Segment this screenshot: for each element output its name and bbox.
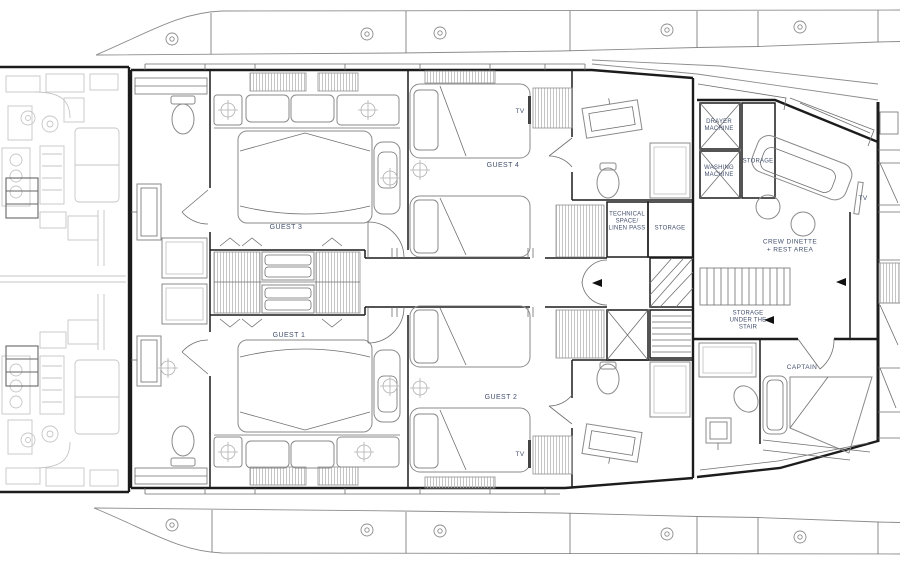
room-label-guest2: GUEST 2 [484, 393, 518, 401]
room-label-guest4: GUEST 4 [486, 161, 520, 169]
ceiling-light-icon [217, 99, 239, 121]
laundry [699, 102, 776, 199]
aft-compartments [878, 111, 900, 439]
side-deck-top [95, 9, 900, 56]
tv-guest4 [528, 96, 531, 124]
direction-arrow-icon [836, 278, 846, 286]
room-label-storage-technical: STORAGE [654, 225, 686, 232]
stair-lobby [555, 204, 694, 361]
guest2-bathroom [548, 361, 691, 464]
guest2-cabin [409, 305, 573, 489]
switchboard [5, 177, 39, 387]
direction-arrow-icon [592, 279, 602, 287]
tv-label-guest2: TV [515, 451, 525, 459]
portlight-icon [165, 20, 807, 46]
ceiling-light-icon [409, 377, 431, 399]
ceiling-light-icon [409, 159, 431, 181]
room-label-captain: CAPTAIN [786, 364, 818, 372]
tv-guest2 [528, 440, 531, 468]
room-label-technical-space: TECHNICAL SPACE/ LINEN PASS [608, 211, 646, 232]
room-label-dryer: DRAYER MACHINE [704, 118, 734, 132]
crew-dinette [697, 83, 875, 286]
tv-label-crew: TV [858, 195, 868, 203]
room-label-crew-dinette: CREW DINETTE + REST AREA [762, 238, 818, 253]
engine-room [0, 65, 131, 494]
ceiling-light-icon [357, 99, 379, 121]
guest4-cabin [409, 70, 573, 258]
room-label-storage-laundry: STORAGE [742, 158, 774, 165]
room-label-guest1: GUEST 1 [272, 331, 306, 339]
direction-arrow-icon [764, 316, 774, 324]
interior-walls [209, 70, 878, 488]
side-deck-bottom [93, 507, 900, 555]
room-label-storage-stair: STORAGE UNDER THE STAIR [729, 310, 767, 331]
corridor-doors [367, 221, 608, 344]
portlight-icon [165, 518, 807, 544]
room-label-guest3: GUEST 3 [269, 223, 303, 231]
room-label-washing: WASHING MACHINE [704, 164, 734, 178]
ceiling-light-icon [217, 441, 239, 463]
guest1-cabin [213, 339, 401, 486]
captain-cabin [698, 338, 873, 471]
guest-bathrooms-port [131, 77, 209, 485]
tv-label-guest4: TV [515, 108, 525, 116]
guest3-cabin [213, 72, 401, 224]
tv-crew [853, 181, 864, 215]
crew-stair [699, 267, 791, 324]
wardrobe-band [213, 237, 361, 328]
ceiling-light-icon [353, 441, 375, 463]
guest4-bathroom [548, 98, 691, 199]
